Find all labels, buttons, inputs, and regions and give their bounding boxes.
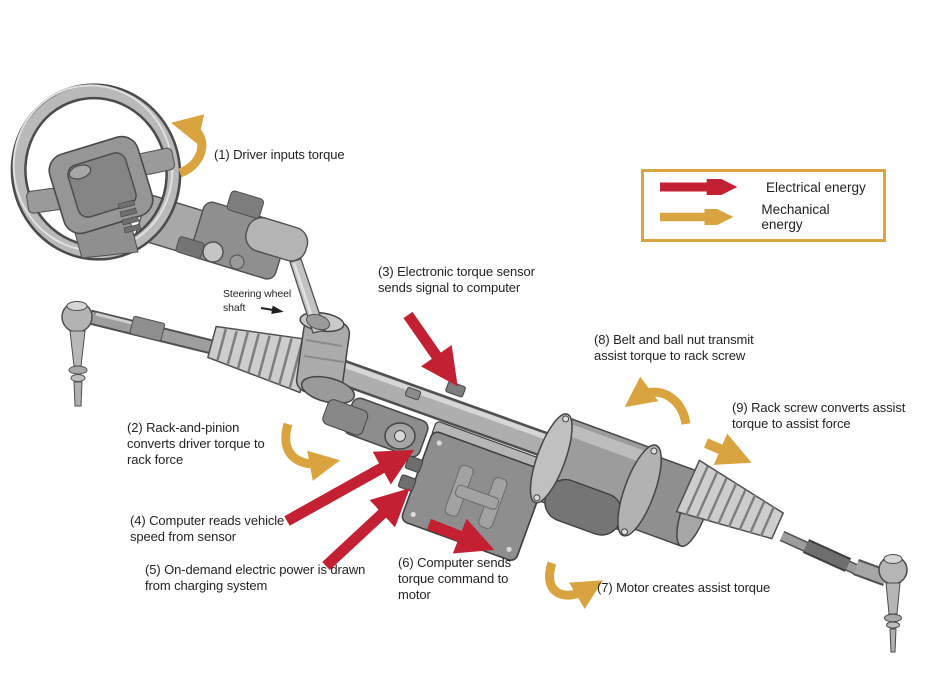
red-arrow-icon — [660, 179, 738, 195]
label-step4: (4) Computer reads vehicle speed from se… — [130, 513, 285, 544]
electrical-arrow-4-speed-sensor — [284, 449, 415, 526]
mechanical-arrow-2-rack-and-pinion — [281, 422, 341, 481]
label-step6: (6) Computer sends torque command to mot… — [398, 555, 512, 602]
left-bellows-boot — [206, 325, 315, 394]
energy-legend: Electrical energy Mechanical energy — [641, 169, 886, 242]
pinion-housing — [295, 311, 369, 436]
label-step8: (8) Belt and ball nut transmit assist to… — [594, 332, 754, 363]
legend-row-mechanical: Mechanical energy — [658, 202, 869, 232]
legend-label-mechanical: Mechanical energy — [761, 202, 830, 232]
right-bellows-boot — [675, 459, 785, 540]
steering-column — [135, 190, 309, 280]
label-step5: (5) On-demand electric power is drawn fr… — [145, 562, 366, 593]
electrical-arrow-6-torque-command — [426, 518, 495, 554]
steering-wheel — [10, 83, 182, 261]
label-step3: (3) Electronic torque sensor sends signa… — [378, 264, 535, 295]
legend-row-electrical: Electrical energy — [658, 179, 869, 195]
mechanical-arrow-9-rack-screw — [704, 433, 752, 465]
shaft-pointer-arrow — [260, 305, 284, 314]
label-step1: (1) Driver inputs torque — [214, 147, 345, 162]
label-step7: (7) Motor creates assist torque — [597, 580, 771, 595]
label-steering-wheel-shaft: Steering wheel shaft — [223, 288, 292, 314]
label-step2: (2) Rack-and-pinion converts driver torq… — [127, 420, 265, 467]
mechanical-arrow-8-belt-ball-nut — [624, 376, 691, 425]
left-tie-rod — [61, 301, 214, 407]
rack-tube — [325, 355, 570, 465]
gold-arrow-icon — [659, 209, 734, 225]
label-step9: (9) Rack screw converts assist torque to… — [732, 400, 906, 431]
mechanical-arrow-7-motor-torque — [545, 561, 604, 609]
electrical-arrow-5-electric-power — [322, 488, 410, 571]
mechanical-arrow-1-driver-torque — [171, 114, 207, 178]
legend-label-electrical: Electrical energy — [766, 179, 866, 195]
right-tie-rod — [779, 530, 908, 653]
electrical-arrow-3-torque-sensor — [403, 311, 458, 387]
